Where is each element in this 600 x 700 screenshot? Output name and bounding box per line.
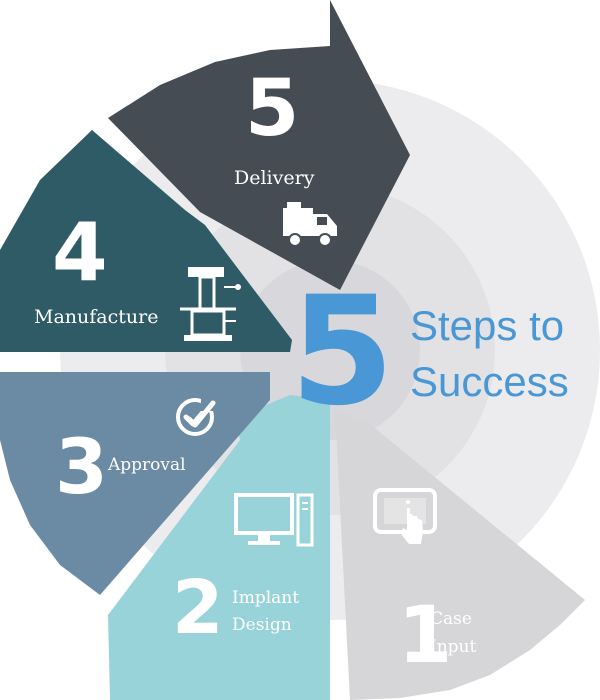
touchscreen-tablet-icon [373,488,437,544]
step-2-number: 2 [172,565,224,651]
step-4-label-line1: Manufacture [34,306,158,328]
step-2-shape [108,395,330,700]
step-2-label-line1: Implant [232,588,299,608]
step-2-label-line2: Design [232,615,292,635]
step-5-number: 5 [245,64,299,154]
step-4-shape [0,130,292,352]
step-3-label-line1: Approval [107,455,186,475]
step-2-segment: 2 Implant Design [108,395,330,700]
center-big-number: 5 [290,265,394,439]
step-5-label-line1: Delivery [234,167,315,189]
step-1-segment: 1 Case Input [335,410,585,700]
step-1-shape [335,410,585,700]
center-title: 5 Steps to Success [290,265,569,439]
title-line-2: Success [410,358,569,405]
step-4-number: 4 [52,206,108,299]
step-1-label-line1: Case [430,609,472,629]
desktop-computer-icon [234,493,314,547]
step-5-shape [108,0,410,290]
delivery-truck-icon [283,202,337,247]
checkmark-circle-icon [176,397,216,436]
step-1-label-line2: Input [430,637,476,657]
step-1-number: 1 [398,591,452,681]
core-ring [240,260,420,440]
title-line-1: Steps to [410,302,564,349]
step-5-segment: 5 Delivery [108,0,410,290]
step-4-segment: 4 Manufacture [0,130,292,352]
milling-machine-icon [180,267,241,341]
step-3-segment: 3 Approval [0,372,270,595]
step-3-shape [0,372,270,595]
step-3-number: 3 [55,422,108,511]
